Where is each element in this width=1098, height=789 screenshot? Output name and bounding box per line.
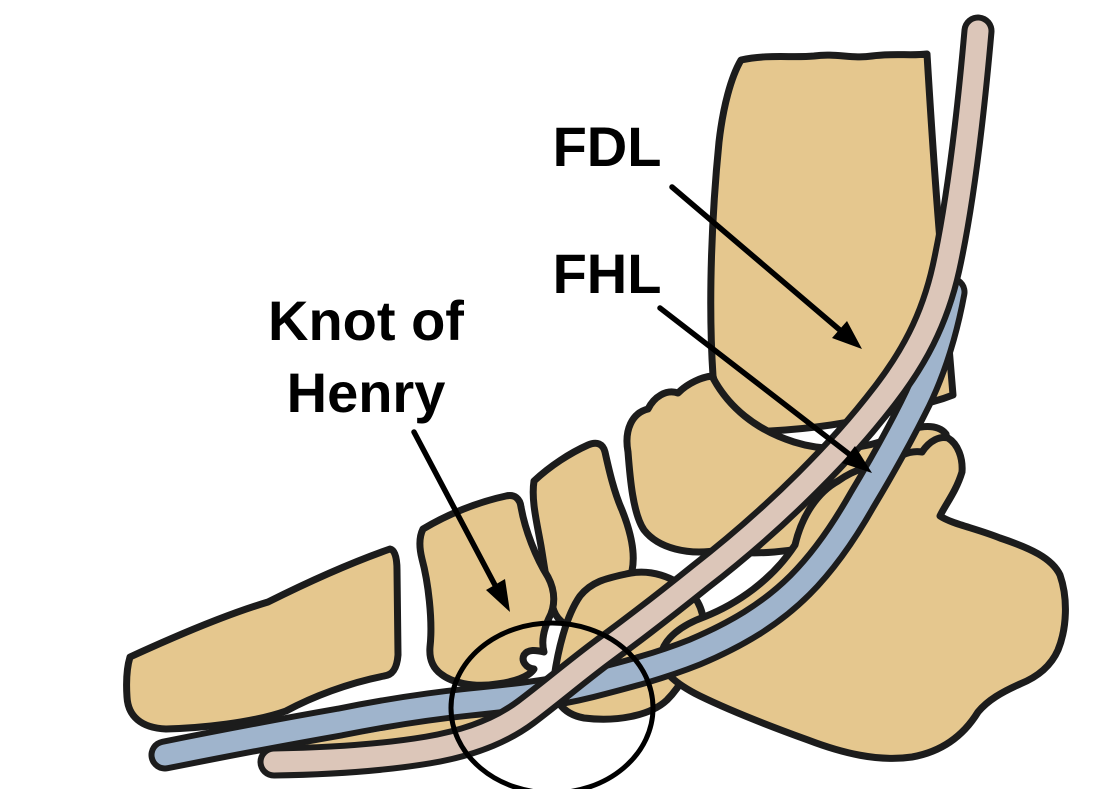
knot-of-henry-circle (448, 620, 656, 789)
fdl-tendon-fill (263, 20, 989, 773)
knot-arrow-line (411, 429, 499, 590)
plantar-bone-sliver (282, 698, 518, 758)
fhl-arrow-line (657, 305, 852, 457)
first-metatarsal-bone (123, 545, 402, 733)
fdl-arrow-line (669, 184, 844, 334)
tibia-bone (707, 50, 957, 435)
fdl-arrowhead-icon (832, 321, 862, 349)
fhl-label: FHL (553, 242, 662, 305)
knot-arrowhead-icon (486, 579, 510, 612)
fhl-tendon (148, 275, 968, 772)
fhl-arrowhead-icon (842, 446, 872, 473)
fdl-label: FDL (553, 115, 662, 178)
fdl-tendon (257, 14, 995, 779)
annotation-arrows (411, 184, 872, 612)
calcaneus-bone (657, 434, 1069, 762)
knot-of-henry-label-line1: Knot of (268, 289, 464, 352)
knot-of-henry-label-line2: Henry (287, 361, 446, 424)
fhl-tendon-fill (154, 281, 962, 766)
labels: FDL FHL Knot of Henry (268, 115, 661, 424)
